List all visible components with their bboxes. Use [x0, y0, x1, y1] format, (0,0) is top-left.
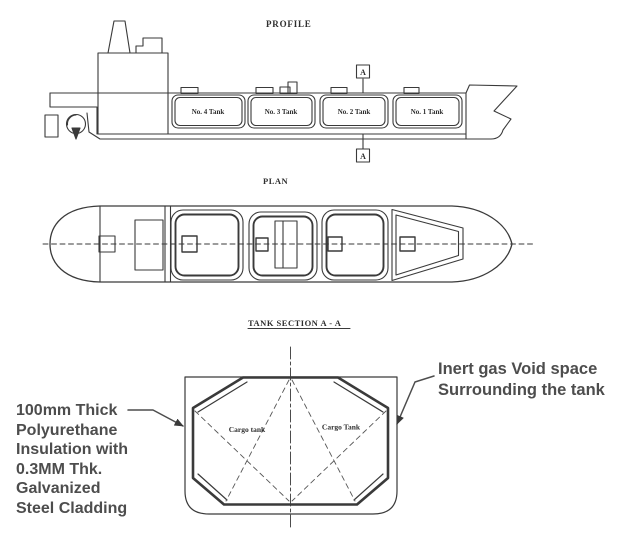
profile-cargo-tanks: No. 4 Tank No. 3 Tank No. 2 Tank No. 1 T…	[171, 94, 463, 129]
plan-heading: PLAN	[263, 176, 289, 186]
profile-view: PROFILE No. 4 Tank No. 3	[44, 19, 518, 163]
deck-hatch	[180, 86, 199, 95]
plan-tank4-inner	[174, 213, 240, 277]
tank4-outer	[171, 94, 246, 129]
tank3-inner	[250, 96, 313, 127]
section-aa-markers: A A	[355, 64, 371, 163]
insulation-annotation-line: 100mm Thick	[16, 402, 118, 419]
plan-manifold-trunk	[274, 220, 298, 269]
insulation-annotation: 100mm Thick Polyurethane Insulation with…	[16, 401, 156, 518]
section-marker-letter-top: A	[360, 68, 366, 77]
tank1-inner	[395, 96, 460, 127]
plan-tank2-inner	[325, 213, 385, 277]
insulation-annotation-line: Insulation with	[16, 441, 128, 458]
deck-hatch	[255, 86, 274, 95]
plan-tank1-outer	[391, 208, 464, 282]
profile-bow-outline	[465, 84, 518, 140]
section-marker-box-top	[355, 64, 371, 79]
tank2-inner	[322, 96, 386, 127]
funnel	[107, 20, 131, 54]
plan-tank3-hatch	[255, 237, 269, 252]
profile-deck-hatches	[180, 81, 420, 95]
cargo-tank-left-label: Cargo tank	[229, 425, 266, 434]
section-insulation-chamfer-lines	[197, 381, 384, 501]
tank1-label: No. 1 Tank	[411, 108, 444, 116]
tank4-label: No. 4 Tank	[192, 108, 225, 116]
plan-engine-casing	[134, 219, 164, 271]
plan-tank4-hatch	[181, 235, 198, 253]
void-space-leader-line	[396, 375, 435, 425]
plan-tank1-hatch	[399, 236, 416, 252]
plan-cargo-tanks	[170, 208, 464, 282]
tank2-label: No. 2 Tank	[338, 108, 371, 116]
rudder	[44, 114, 59, 138]
void-space-annotation: Inert gas Void space Surrounding the tan…	[438, 359, 623, 400]
accommodation-block	[97, 52, 169, 94]
void-space-annotation-line: Surrounding the tank	[438, 380, 605, 399]
section-cargo-tank-outline	[191, 376, 390, 506]
plan-hull-outline	[49, 205, 513, 283]
tank3-label: No. 3 Tank	[265, 108, 298, 116]
section-marker-box-bottom	[355, 148, 371, 163]
insulation-annotation-line: Steel Cladding	[16, 499, 128, 517]
profile-heading: PROFILE	[266, 19, 312, 29]
tank-section-view: TANK SECTION A - A Cargo tank Cargo Tank	[127, 318, 435, 530]
profile-stern-details	[44, 113, 87, 140]
section-marker-letter-bottom: A	[360, 152, 366, 161]
tank3-outer	[247, 94, 316, 129]
plan-tank1-inner	[395, 214, 460, 276]
plan-tank3-inner	[252, 215, 314, 277]
tank4-inner	[174, 96, 243, 127]
profile-bottom-line	[86, 112, 492, 140]
deck-hatch	[330, 86, 348, 95]
plan-tank2-hatch	[327, 236, 343, 252]
engine-room-bulkheads	[97, 92, 169, 135]
section-diagonal-brace-dashes	[194, 379, 387, 502]
deck-hatch	[403, 86, 420, 95]
tank2-outer	[319, 94, 389, 129]
deck-vent-tall	[287, 81, 298, 95]
void-space-annotation-line: Inert gas Void space	[438, 360, 598, 378]
plan-tank4-outer	[170, 209, 244, 281]
deck-vent-small	[279, 86, 291, 95]
plan-view: PLAN	[42, 176, 537, 283]
profile-superstructure	[97, 20, 169, 135]
cargo-tank-right-label: Cargo Tank	[322, 423, 361, 432]
plan-stern-hatch	[98, 235, 116, 253]
insulation-annotation-line: Polyurethane	[16, 421, 118, 439]
plan-tank3-outer	[248, 211, 318, 281]
tank-section-heading: TANK SECTION A - A	[248, 318, 342, 328]
section-hull-outline	[184, 376, 398, 515]
profile-stern-outline	[49, 92, 98, 135]
insulation-leader-line	[127, 409, 184, 427]
tank1-outer	[392, 94, 463, 129]
insulation-annotation-line: Galvanized	[16, 480, 101, 497]
propeller-blade	[71, 127, 81, 140]
insulation-annotation-line: 0.3MM Thk.	[16, 460, 103, 478]
propeller-hub-curl	[66, 114, 77, 126]
deckhouse	[135, 37, 163, 54]
plan-tank2-outer	[321, 209, 389, 281]
